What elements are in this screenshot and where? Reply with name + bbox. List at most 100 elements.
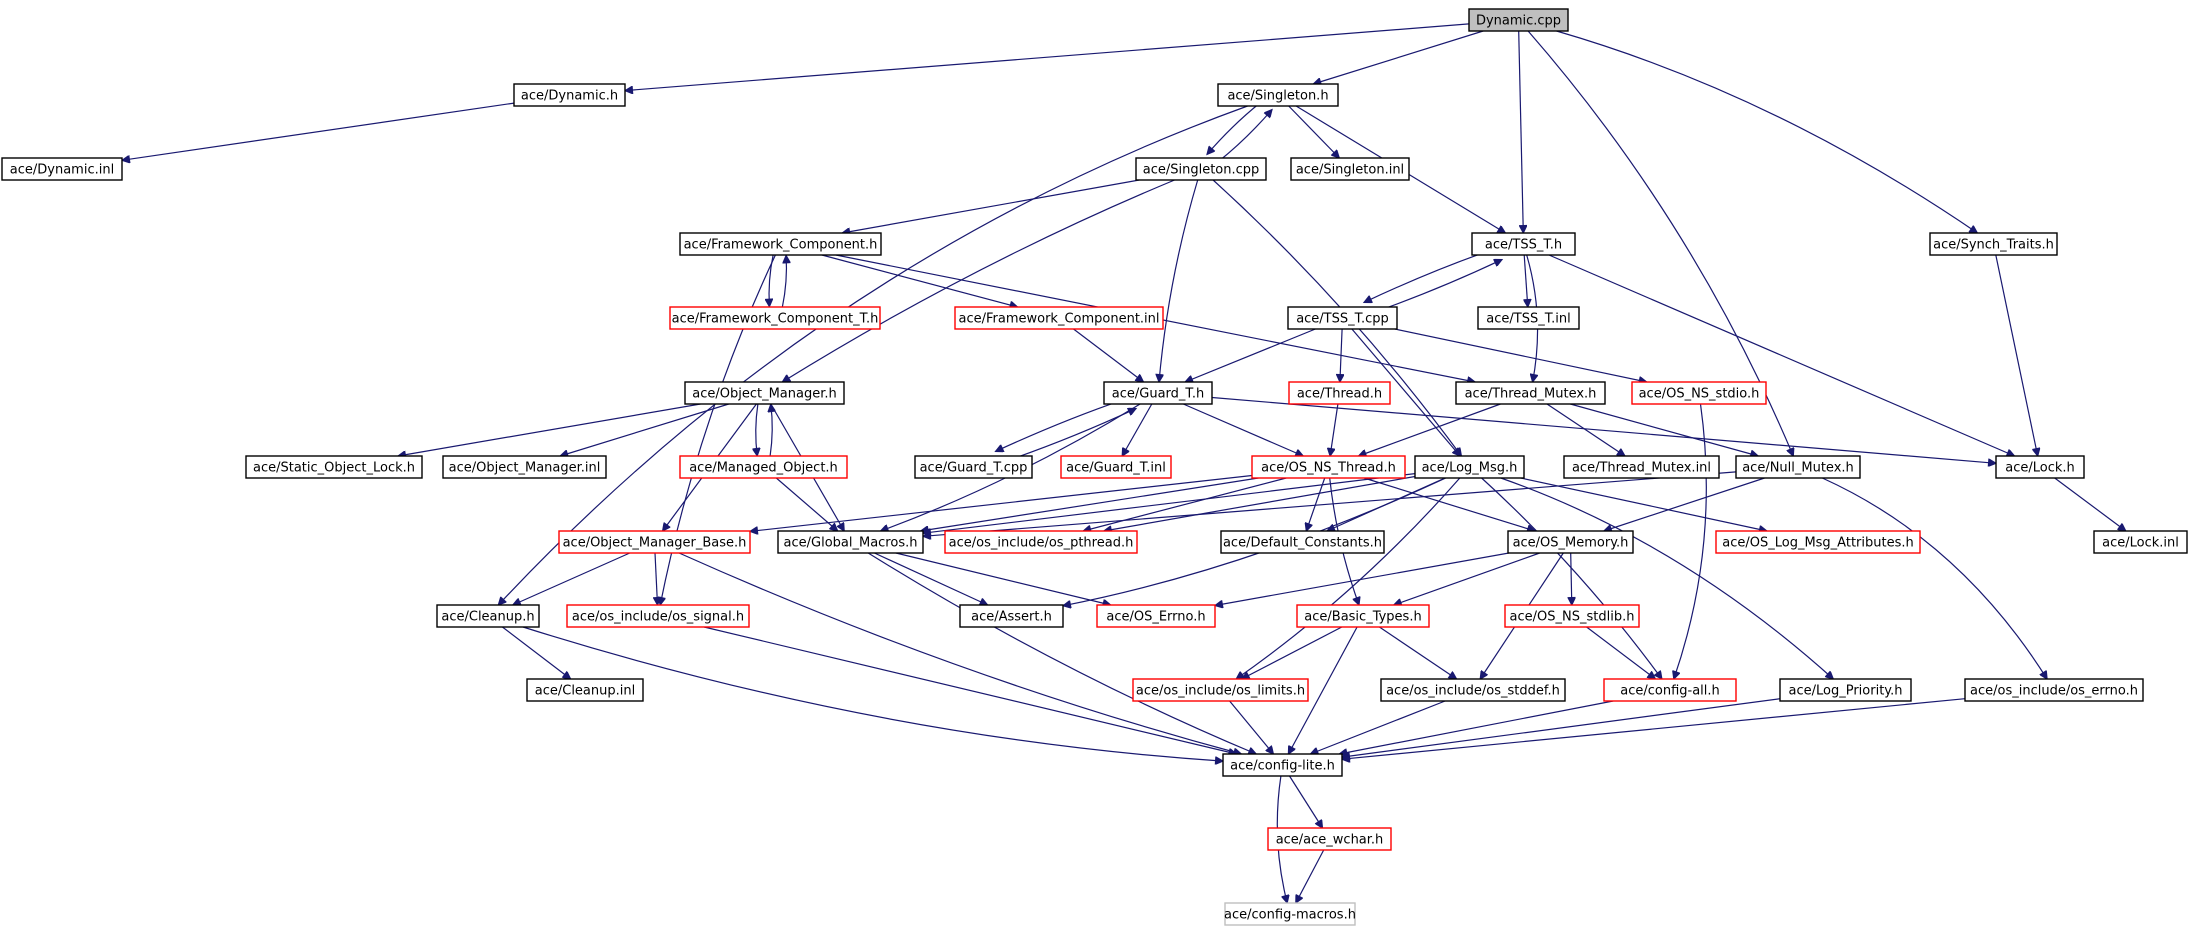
node-box	[954, 306, 1164, 330]
node-ace-wchar-h[interactable]: ace/ace_wchar.h	[1267, 827, 1392, 851]
edges-layer	[122, 23, 2126, 903]
edge-guard-t-h-to-os-ns-thread-h	[1183, 403, 1303, 456]
node-label: ace/OS_NS_stdlib.h	[1510, 610, 1635, 625]
node-singleton-cpp[interactable]: ace/Singleton.cpp	[1135, 157, 1267, 181]
edge-tss-t-cpp-to-log-msg-h	[1351, 328, 1460, 456]
node-label: ace/Framework_Component.inl	[958, 312, 1159, 327]
edge-arrow	[522, 626, 1223, 761]
node-synch-traits-h[interactable]: ace/Synch_Traits.h	[1929, 232, 2058, 256]
node-dynamic-h[interactable]: ace/Dynamic.h	[513, 83, 626, 107]
edge-null-mutex-h-to-global-macros-h	[923, 471, 1737, 536]
node-os-include-errno-h[interactable]: ace/os_include/os_errno.h	[1964, 678, 2144, 702]
node-cleanup-h[interactable]: ace/Cleanup.h	[436, 604, 540, 628]
node-dynamic-cpp[interactable]: Dynamic.cpp	[1468, 8, 1569, 32]
node-singleton-h[interactable]: ace/Singleton.h	[1217, 83, 1339, 107]
node-guard-t-inl[interactable]: ace/Guard_T.inl	[1060, 455, 1172, 479]
node-box	[442, 455, 607, 479]
edge-arrow	[923, 473, 1416, 534]
node-basic-types-h[interactable]: ace/Basic_Types.h	[1296, 604, 1430, 628]
node-framework-component-h[interactable]: ace/Framework_Component.h	[679, 232, 882, 256]
node-os-ns-stdio-h[interactable]: ace/OS_NS_stdio.h	[1631, 381, 1767, 405]
node-lock-inl[interactable]: ace/Lock.inl	[2093, 530, 2188, 554]
edge-arrow	[769, 254, 774, 307]
edge-arrow	[1313, 30, 1484, 84]
edge-config-all-h-to-config-lite-h	[1339, 700, 1614, 754]
node-box	[1220, 530, 1385, 554]
edge-log-msg-h-to-os-limits-h	[1236, 477, 1461, 679]
node-lock-h[interactable]: ace/Lock.h	[1995, 455, 2085, 479]
node-box	[1964, 678, 2144, 702]
node-box	[566, 604, 750, 628]
node-thread-mutex-inl[interactable]: ace/Thread_Mutex.inl	[1563, 455, 1720, 479]
node-thread-h[interactable]: ace/Thread.h	[1288, 381, 1391, 405]
node-box	[1380, 678, 1566, 702]
edge-thread-mutex-h-to-os-ns-thread-h	[1359, 403, 1501, 456]
node-framework-component-t-h[interactable]: ace/Framework_Component_T.h	[669, 306, 881, 330]
node-label: ace/TSS_T.cpp	[1296, 312, 1389, 327]
node-box	[1631, 381, 1767, 405]
node-object-manager-base-h[interactable]: ace/Object_Manager_Base.h	[558, 530, 751, 554]
node-guard-t-cpp[interactable]: ace/Guard_T.cpp	[914, 455, 1033, 479]
edge-arrow	[1674, 403, 1707, 679]
node-os-pthread-h[interactable]: ace/os_include/os_pthread.h	[944, 530, 1138, 554]
node-label: ace/Cleanup.h	[441, 610, 534, 625]
node-log-msg-h[interactable]: ace/Log_Msg.h	[1414, 455, 1525, 479]
node-os-memory-h[interactable]: ace/OS_Memory.h	[1507, 530, 1634, 554]
node-assert-h[interactable]: ace/Assert.h	[959, 604, 1064, 628]
node-singleton-inl[interactable]: ace/Singleton.inl	[1290, 157, 1410, 181]
node-log-priority-h[interactable]: ace/Log_Priority.h	[1779, 678, 1912, 702]
node-null-mutex-h[interactable]: ace/Null_Mutex.h	[1735, 455, 1861, 479]
node-object-manager-h[interactable]: ace/Object_Manager.h	[684, 381, 845, 405]
node-box	[669, 306, 881, 330]
edge-arrow	[781, 255, 786, 308]
node-os-stddef-h[interactable]: ace/os_include/os_stddef.h	[1380, 678, 1566, 702]
node-config-macros-h[interactable]: ace/config-macros.h	[1224, 902, 1356, 926]
node-box	[1135, 157, 1267, 181]
edge-arrow	[1236, 477, 1461, 679]
node-box	[1715, 530, 1921, 554]
node-default-constants-h[interactable]: ace/Default_Constants.h	[1220, 530, 1385, 554]
edge-arrow	[1363, 477, 1535, 531]
node-cleanup-inl[interactable]: ace/Cleanup.inl	[526, 678, 644, 702]
edge-arrow	[821, 254, 1018, 307]
node-dynamic-inl[interactable]: ace/Dynamic.inl	[1, 157, 123, 181]
edge-arrow	[1546, 403, 1625, 456]
node-os-signal-h[interactable]: ace/os_include/os_signal.h	[566, 604, 750, 628]
node-box	[513, 83, 626, 107]
edge-arrow	[1183, 403, 1303, 456]
node-managed-object-h[interactable]: ace/Managed_Object.h	[679, 455, 848, 479]
node-label: ace/Framework_Component.h	[684, 238, 878, 253]
edge-global-macros-h-to-config-lite-h	[867, 552, 1256, 754]
node-os-limits-h[interactable]: ace/os_include/os_limits.h	[1132, 678, 1309, 702]
edge-singleton-cpp-to-singleton-h	[1217, 110, 1272, 163]
node-box	[1563, 455, 1720, 479]
node-os-ns-thread-h[interactable]: ace/OS_NS_Thread.h	[1251, 455, 1406, 479]
edge-arrow	[1570, 403, 1758, 456]
edge-arrow	[655, 552, 658, 605]
node-tss-t-inl[interactable]: ace/TSS_T.inl	[1477, 306, 1580, 330]
edge-os-memory-h-to-basic-types-h	[1394, 552, 1540, 605]
edge-framework-component-h-to-framework-component-inl	[821, 254, 1018, 307]
node-tss-t-cpp[interactable]: ace/TSS_T.cpp	[1287, 306, 1398, 330]
node-global-macros-h[interactable]: ace/Global_Macros.h	[777, 530, 924, 554]
node-box	[959, 604, 1064, 628]
node-box	[1296, 604, 1430, 628]
node-thread-mutex-h[interactable]: ace/Thread_Mutex.h	[1455, 381, 1606, 405]
node-framework-component-inl[interactable]: ace/Framework_Component.inl	[954, 306, 1164, 330]
node-object-manager-inl[interactable]: ace/Object_Manager.inl	[442, 455, 607, 479]
node-os-log-msg-attributes-h[interactable]: ace/OS_Log_Msg_Attributes.h	[1715, 530, 1921, 554]
node-tss-t-h[interactable]: ace/TSS_T.h	[1471, 232, 1576, 256]
edge-synch-traits-h-to-lock-h	[1995, 254, 2038, 456]
node-os-ns-stdlib-h[interactable]: ace/OS_NS_stdlib.h	[1504, 604, 1640, 628]
node-os-errno-h[interactable]: ace/OS_Errno.h	[1096, 604, 1216, 628]
edge-thread-mutex-h-to-thread-mutex-inl	[1546, 403, 1625, 456]
edge-arrow	[1586, 626, 1656, 679]
node-box	[1504, 604, 1640, 628]
node-config-lite-h[interactable]: ace/config-lite.h	[1222, 753, 1343, 777]
edge-dynamic-cpp-to-singleton-h	[1313, 30, 1484, 84]
node-guard-t-h[interactable]: ace/Guard_T.h	[1103, 381, 1213, 405]
edge-log-msg-h-to-log-priority-h	[1500, 477, 1834, 679]
node-static-object-lock-h[interactable]: ace/Static_Object_Lock.h	[245, 455, 423, 479]
edge-log-msg-h-to-os-pthread-h	[1104, 475, 1416, 532]
node-config-all-h[interactable]: ace/config-all.h	[1603, 678, 1737, 702]
